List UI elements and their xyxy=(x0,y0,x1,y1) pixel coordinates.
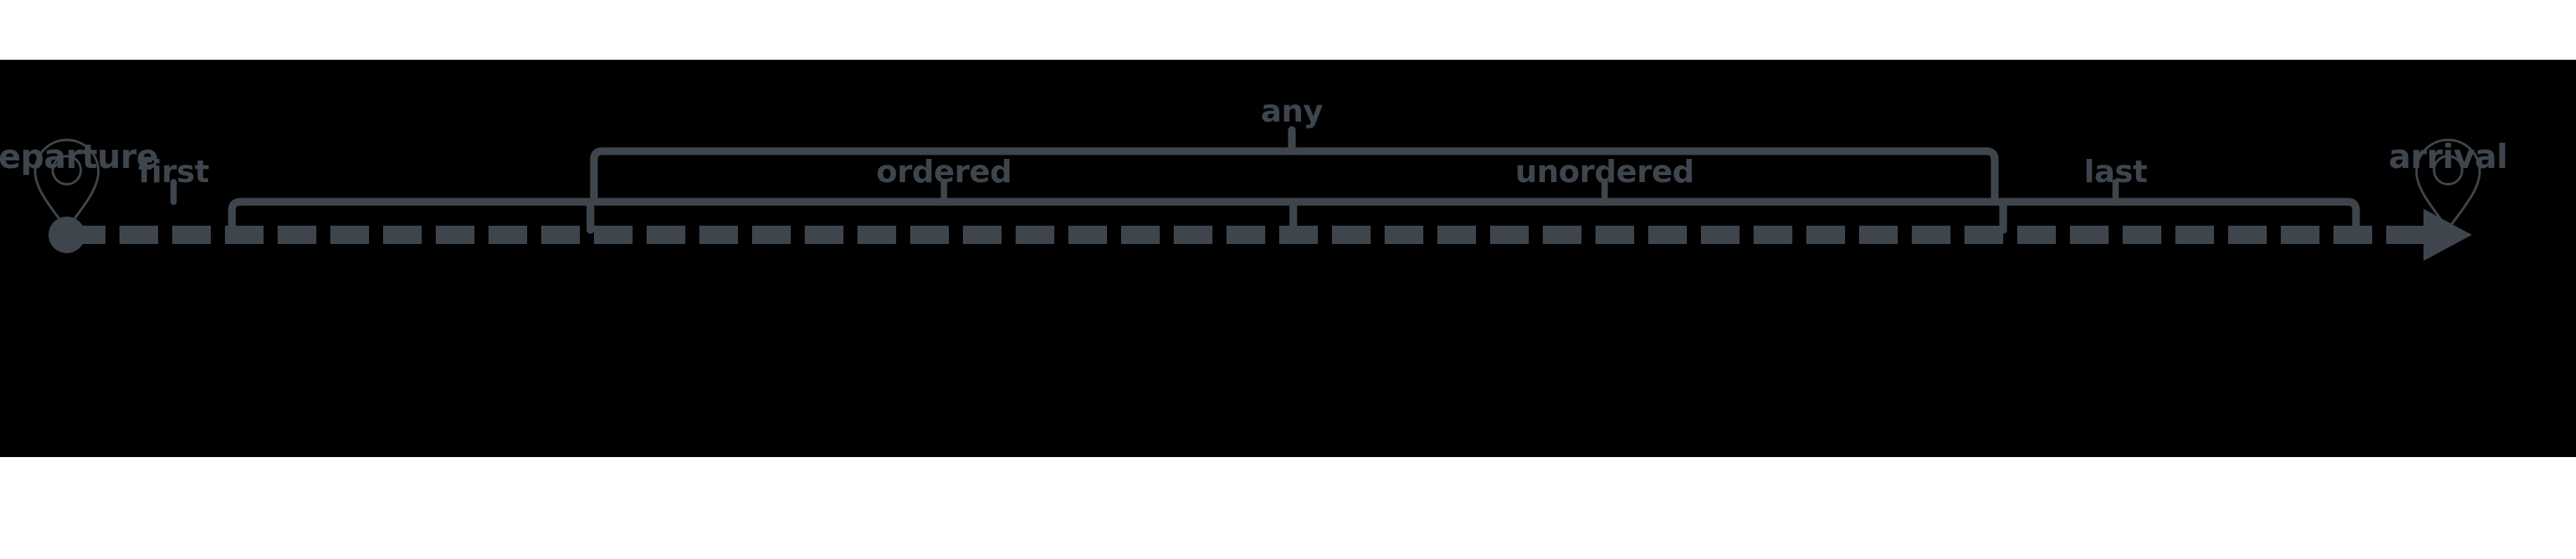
any-bracket xyxy=(590,147,1999,203)
diagram-panel: departure arrival any first ordered unor… xyxy=(0,60,2576,457)
dashed-route-line xyxy=(48,209,2472,261)
segment-divider-ticks xyxy=(586,198,2007,234)
route-arrowhead-icon xyxy=(2423,209,2472,261)
map-pin-icon-departure xyxy=(34,139,100,231)
diagram-vectors xyxy=(34,126,2481,261)
label-departure: departure xyxy=(0,138,159,176)
segment-label-ticks xyxy=(170,179,2119,205)
label-any: any xyxy=(1260,94,1323,129)
